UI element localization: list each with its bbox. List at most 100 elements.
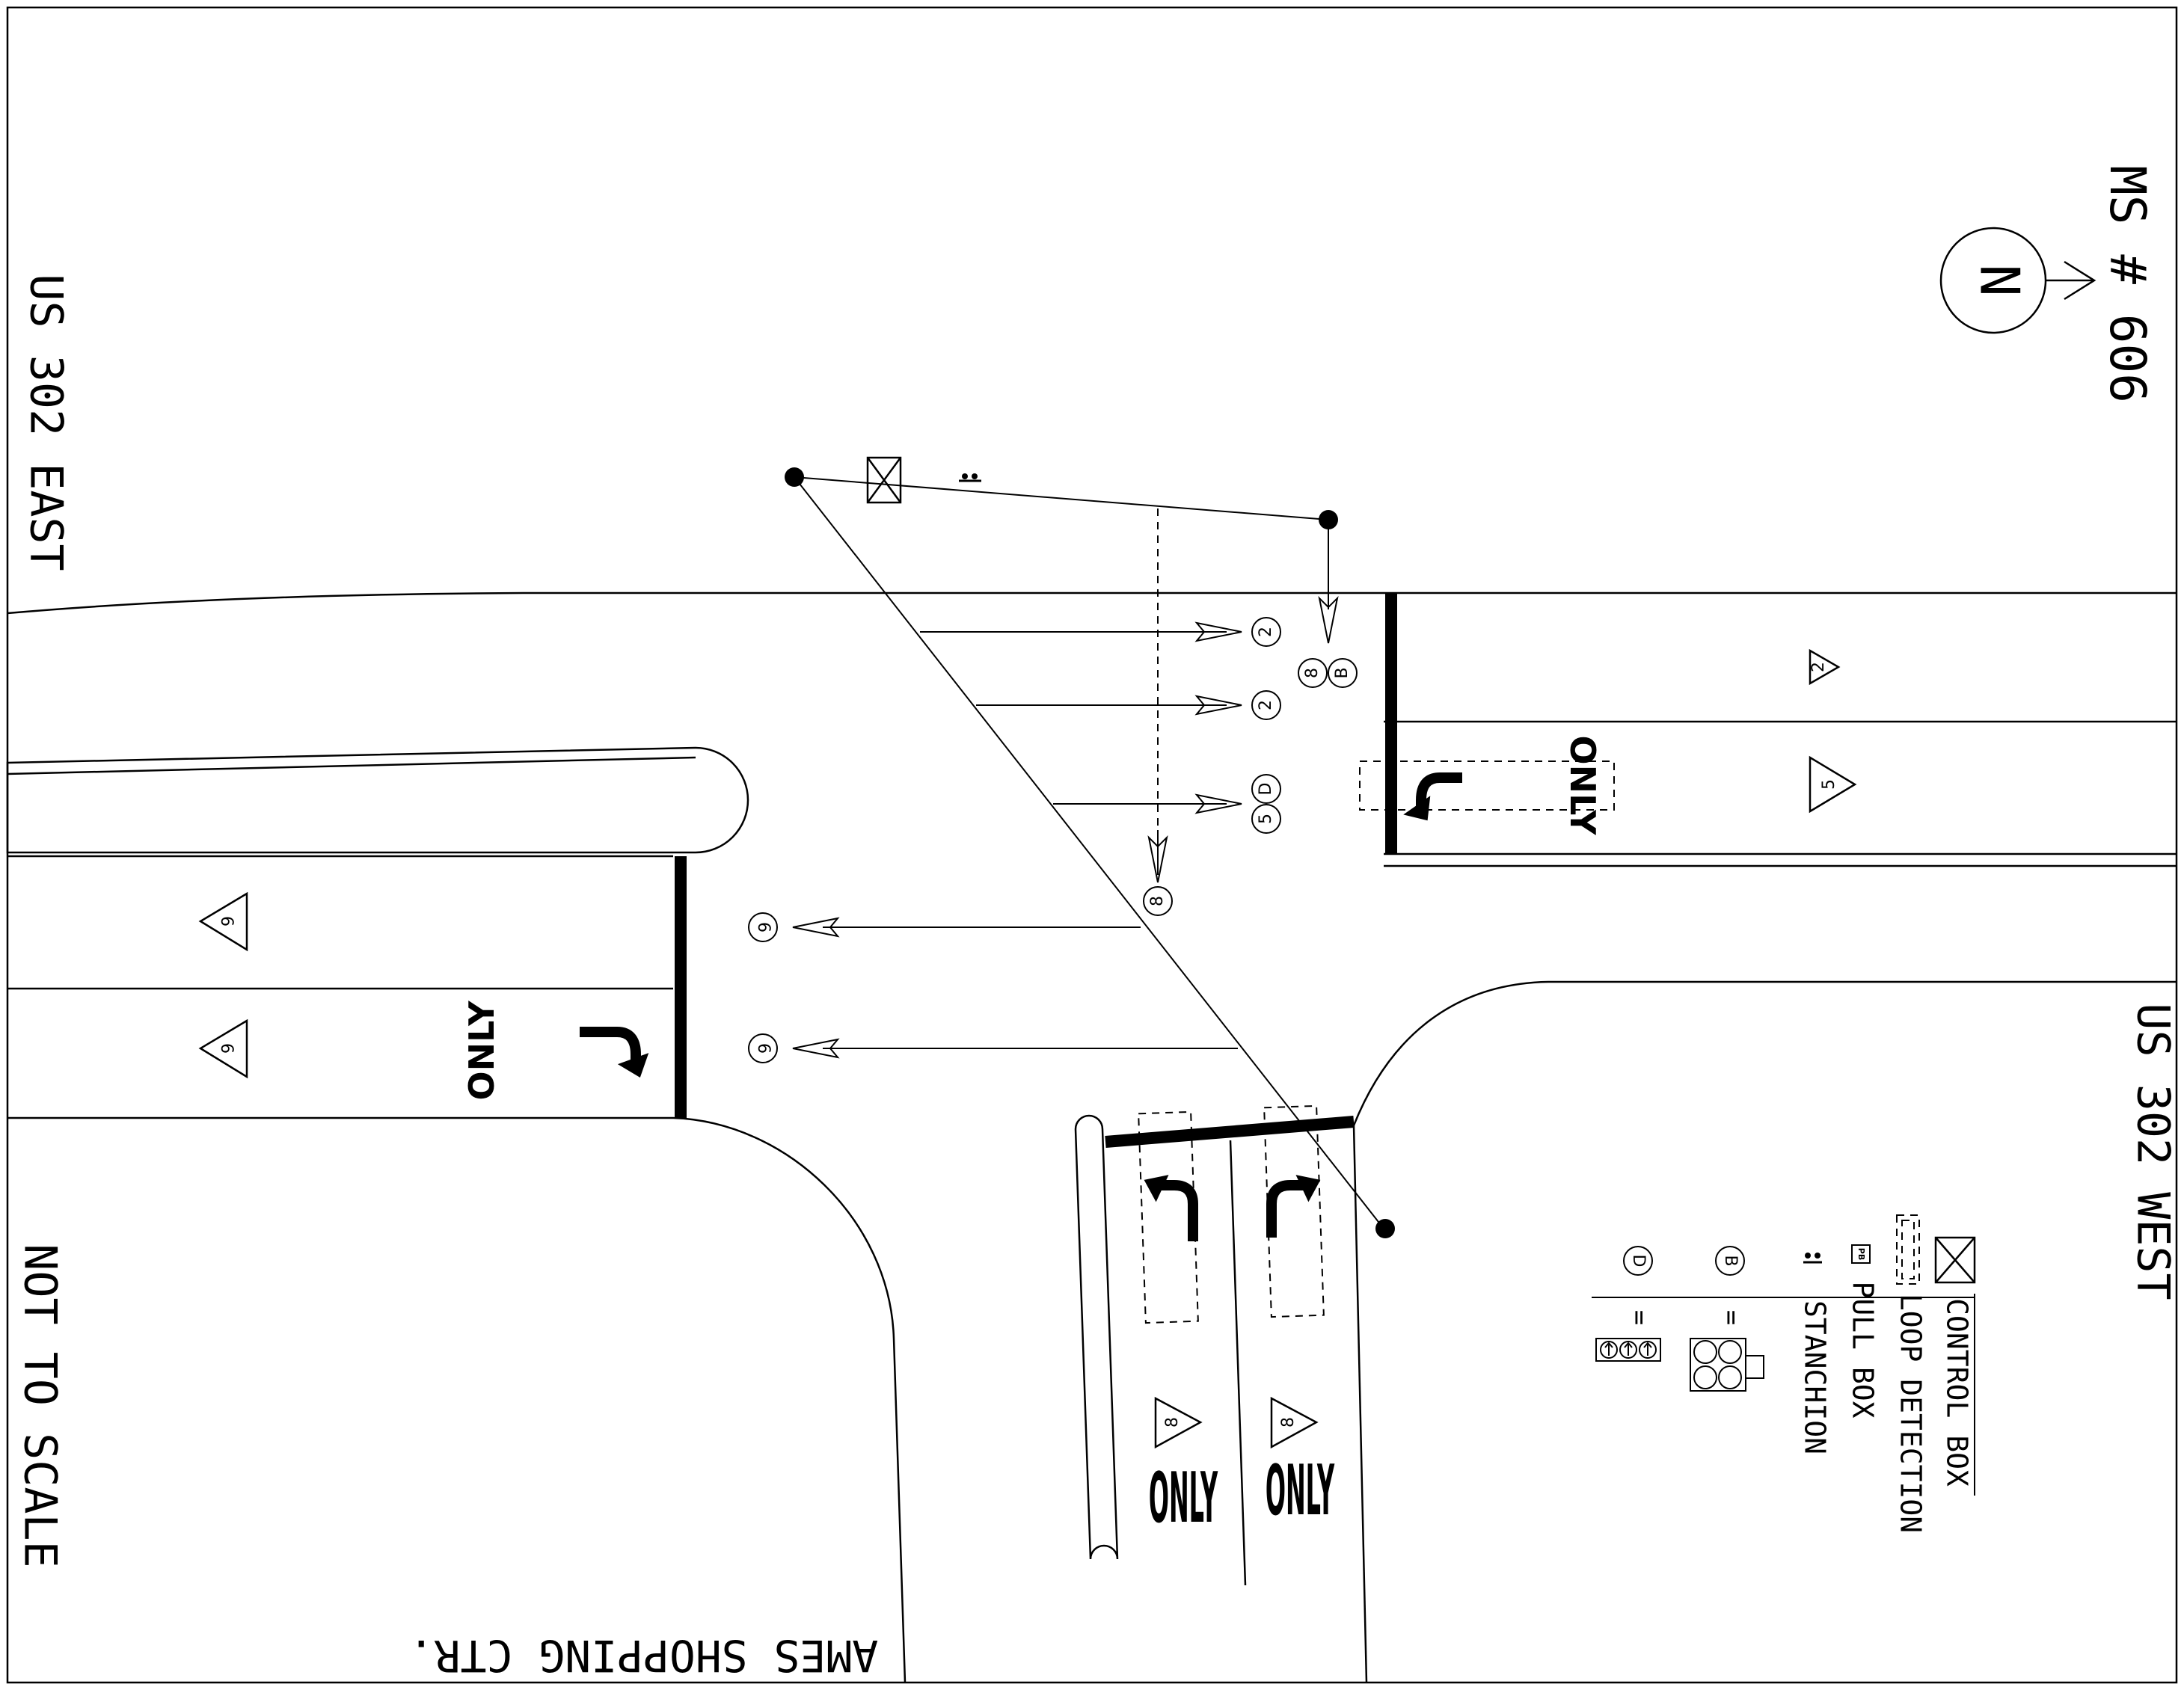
- arrowhead-6-upper: [792, 917, 840, 938]
- stop-bars: [675, 593, 1397, 1148]
- arrowhead-2-lower: [1194, 695, 1242, 716]
- signal-head-2-lower: [1251, 690, 1281, 720]
- phase-triangle-south-left: [1154, 1396, 1203, 1449]
- east-turn-arrow-head: [1403, 796, 1431, 821]
- signal-pole-northeast: [1319, 510, 1338, 529]
- median-island: [6, 746, 749, 854]
- legend-loop-icon: [1896, 1214, 1920, 1285]
- control-box-x2: [866, 457, 902, 503]
- roadway: [6, 591, 2177, 1683]
- southwest-corner-curb: [7, 1116, 907, 1683]
- legend-b-symbol: B: [1721, 1255, 1740, 1266]
- signal-label-2-lower: 2: [1257, 700, 1275, 710]
- median-inner-line: [7, 756, 696, 775]
- us302-east-label: US 302 EAST: [19, 274, 72, 571]
- legend-stanchion-text: STANCHION: [1799, 1300, 1832, 1454]
- north-road-edge: [7, 591, 2177, 615]
- phase-triangle-west-upper: [198, 891, 248, 952]
- signal-head-8-mid: [1143, 886, 1173, 916]
- phase-triangle-east-lower: [1809, 755, 1857, 814]
- loop-detectors: [1138, 760, 1615, 1324]
- legend-loop-text: LOOP DETECTION: [1895, 1294, 1927, 1533]
- south-right-arrow-head: [1295, 1175, 1321, 1202]
- signal-label-8-mid: 8: [1148, 896, 1167, 906]
- phase-triangle-east-upper: [1809, 648, 1841, 686]
- signal-head-D: [1251, 774, 1281, 804]
- phase-triangle-west-lower: [198, 1018, 248, 1079]
- east-loop-detector: [1359, 760, 1615, 811]
- arrowhead-6-lower: [792, 1038, 840, 1059]
- legend-stanchion-icon: [1803, 1253, 1822, 1264]
- south-right-arrow-shaft: [1266, 1180, 1305, 1238]
- west-turn-arrow-head: [617, 1053, 649, 1078]
- not-to-scale-label: NOT TO SCALE: [13, 1244, 66, 1567]
- sheet-labels: MS # 606 US 302 EAST US 302 WEST NOT TO …: [13, 165, 2179, 1681]
- signal-pole-northwest: [785, 467, 804, 487]
- signal-head-B-top: [1328, 658, 1358, 688]
- only-south-right: ONLY: [1266, 1451, 1335, 1531]
- signal-pole-southeast: [1375, 1219, 1395, 1238]
- legend-d-equals: =: [1625, 1310, 1654, 1325]
- southeast-corner-curb: [1352, 980, 2177, 1126]
- only-markings: ONLY ONLY ONLY ONLY: [461, 735, 1603, 1538]
- only-east: ONLY: [1562, 735, 1603, 835]
- signal-label-6-lower: 6: [754, 1043, 773, 1054]
- signal-label-8-top: 8: [1303, 668, 1322, 678]
- north-arrow-head: [2064, 260, 2096, 301]
- signal-label-6-upper: 6: [754, 922, 773, 932]
- south-east-edge: [1352, 1125, 1368, 1683]
- phase-triangle-south-right: [1270, 1396, 1319, 1449]
- arrowhead-8-mid: [1147, 835, 1168, 883]
- phase-label-south-right: 8: [1279, 1417, 1298, 1428]
- ms-606-label: MS # 606: [2099, 165, 2156, 403]
- signal-head-6-lower: [748, 1033, 778, 1063]
- signal-head-8-top: [1298, 658, 1328, 688]
- south-stop-bar: [1105, 1116, 1355, 1148]
- north-arrow: N: [1939, 227, 2096, 334]
- south-left-arrow-head: [1144, 1175, 1169, 1202]
- signal-head-5: [1251, 804, 1281, 834]
- arrowhead-5: [1194, 793, 1242, 814]
- signal-label-B-top: B: [1333, 667, 1352, 678]
- only-south-left: ONLY: [1149, 1459, 1218, 1539]
- legend-5-section-head-icon: [1690, 1338, 1764, 1392]
- signal-label-5: 5: [1257, 814, 1275, 824]
- phase-label-south-left: 8: [1163, 1417, 1182, 1428]
- signal-label-D: D: [1257, 783, 1275, 796]
- phase-label-east-upper: 2: [1809, 662, 1828, 672]
- phase-label-east-lower: 5: [1820, 779, 1838, 790]
- legend-d-icon: [1623, 1246, 1653, 1276]
- legend-control-box-text: CONTROL BOX: [1941, 1298, 1974, 1487]
- us302-west-label: US 302 WEST: [2126, 1003, 2179, 1300]
- south-lane-line: [1229, 1140, 1247, 1586]
- span-wire-diagonal: [794, 476, 1384, 1229]
- legend-pull-box-icon: [1851, 1244, 1871, 1264]
- legend-d-symbol: D: [1629, 1255, 1648, 1267]
- legend-b-icon: [1715, 1246, 1745, 1276]
- phase-label-west-upper: 6: [217, 916, 236, 927]
- signal-head-6-upper: [748, 912, 778, 942]
- legend-pull-box-text: PULL BOX: [1847, 1281, 1880, 1418]
- ames-shopping-label: AMES SHOPPING CTR.: [408, 1630, 879, 1681]
- signal-head-2-upper: [1251, 617, 1281, 647]
- legend-arrow-head-icon: [1595, 1338, 1661, 1362]
- arrowhead-2-upper: [1194, 621, 1242, 642]
- phase-label-west-lower: 6: [217, 1043, 236, 1054]
- control-box: [866, 456, 902, 504]
- signal-label-2-upper: 2: [1257, 627, 1275, 637]
- stanchion-marker: [959, 473, 981, 482]
- legend: CONTROL BOX LOOP DETECTION PB PULL BOX S…: [1592, 1214, 1976, 1533]
- drawing-border: [6, 6, 2178, 1684]
- pavement-arrows: [580, 772, 1462, 1241]
- legend-b-equals: =: [1717, 1310, 1746, 1325]
- phase-triangles: 2 5 6 6 8 8: [198, 648, 1857, 1449]
- arrowhead-8b: [1318, 595, 1339, 644]
- signal-equipment: 2 2 D 5 8 B 8 6 6: [748, 456, 1395, 1238]
- south-left-loop-detector: [1138, 1110, 1199, 1324]
- only-west: ONLY: [461, 1001, 502, 1101]
- legend-control-box-icon: [1934, 1236, 1976, 1284]
- north-letter: N: [1968, 264, 2031, 296]
- west-turn-arrow-shaft: [580, 1027, 641, 1062]
- south-left-arrow-shaft: [1159, 1180, 1198, 1241]
